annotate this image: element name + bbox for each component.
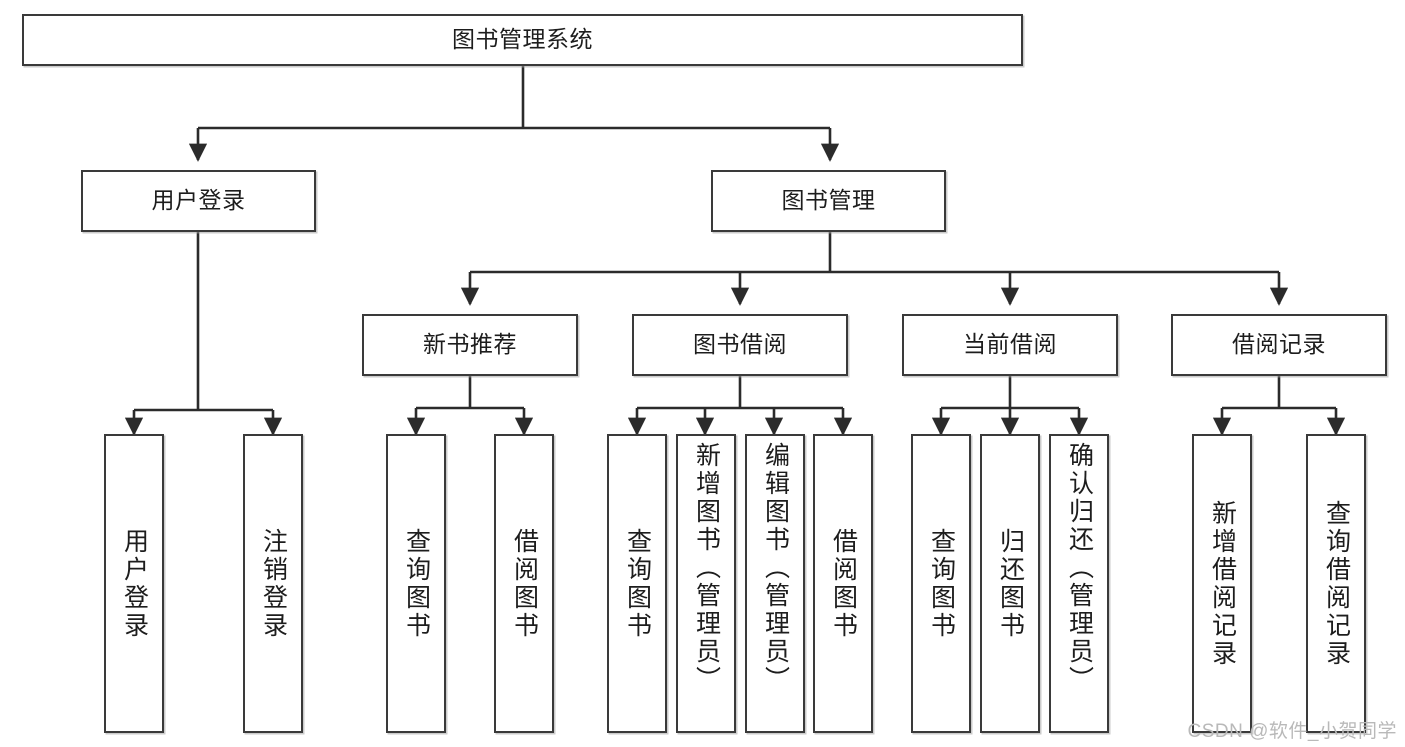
- node-leaf-query-borrow-record[interactable]: 查询借阅记录: [1306, 434, 1366, 733]
- node-label: 图书管理: [781, 187, 876, 214]
- node-label: 查询图书: [927, 527, 956, 640]
- watermark-text: CSDN @软件_小贺同学: [1187, 721, 1397, 742]
- node-borrow-record[interactable]: 借阅记录: [1171, 314, 1387, 376]
- node-label: 借阅记录: [1232, 331, 1326, 358]
- node-leaf-return-book[interactable]: 归还图书: [980, 434, 1040, 733]
- node-label: 确认归还（管理员）: [1065, 442, 1094, 694]
- leaf-text-wrap: 注销登录: [259, 436, 288, 731]
- leaf-text-wrap: 确认归还（管理员）: [1065, 436, 1094, 731]
- node-label: 查询借阅记录: [1322, 499, 1351, 668]
- node-leaf-add-borrow-record[interactable]: 新增借阅记录: [1192, 434, 1252, 733]
- leaf-text-wrap: 新增借阅记录: [1208, 436, 1237, 731]
- node-label: 图书管理系统: [452, 26, 593, 53]
- node-label: 借阅图书: [829, 527, 858, 640]
- leaf-text-wrap: 归还图书: [996, 436, 1025, 731]
- node-current-borrow[interactable]: 当前借阅: [902, 314, 1118, 376]
- node-label: 归还图书: [996, 527, 1025, 640]
- node-label: 新增借阅记录: [1208, 499, 1237, 668]
- node-label: 查询图书: [623, 527, 652, 640]
- node-leaf-user-login[interactable]: 用户登录: [104, 434, 164, 733]
- node-user-login[interactable]: 用户登录: [81, 170, 316, 232]
- node-root-book-management-system[interactable]: 图书管理系统: [22, 14, 1023, 66]
- node-leaf-confirm-return-admin[interactable]: 确认归还（管理员）: [1049, 434, 1109, 733]
- node-book-management[interactable]: 图书管理: [711, 170, 946, 232]
- node-label: 当前借阅: [963, 331, 1057, 358]
- leaf-text-wrap: 查询图书: [402, 436, 431, 731]
- node-leaf-query-book-current[interactable]: 查询图书: [911, 434, 971, 733]
- node-leaf-add-book-admin[interactable]: 新增图书（管理员）: [676, 434, 736, 733]
- node-label: 新增图书（管理员）: [692, 442, 721, 694]
- node-leaf-query-book-recommend[interactable]: 查询图书: [386, 434, 446, 733]
- node-label: 查询图书: [402, 527, 431, 640]
- leaf-text-wrap: 新增图书（管理员）: [692, 436, 721, 731]
- node-leaf-borrow-book-recommend[interactable]: 借阅图书: [494, 434, 554, 733]
- leaf-text-wrap: 借阅图书: [510, 436, 539, 731]
- leaf-text-wrap: 用户登录: [120, 436, 149, 731]
- node-leaf-edit-book-admin[interactable]: 编辑图书（管理员）: [745, 434, 805, 733]
- node-label: 新书推荐: [423, 331, 517, 358]
- leaf-text-wrap: 查询图书: [623, 436, 652, 731]
- node-label: 用户登录: [151, 187, 246, 214]
- node-leaf-query-book[interactable]: 查询图书: [607, 434, 667, 733]
- node-label: 编辑图书（管理员）: [761, 442, 790, 694]
- node-label: 图书借阅: [693, 331, 787, 358]
- node-label: 用户登录: [120, 527, 149, 640]
- node-label: 注销登录: [259, 527, 288, 640]
- node-label: 借阅图书: [510, 527, 539, 640]
- node-new-book-recommend[interactable]: 新书推荐: [362, 314, 578, 376]
- leaf-text-wrap: 借阅图书: [829, 436, 858, 731]
- node-book-borrow[interactable]: 图书借阅: [632, 314, 848, 376]
- leaf-text-wrap: 编辑图书（管理员）: [761, 436, 790, 731]
- node-leaf-logout-login[interactable]: 注销登录: [243, 434, 303, 733]
- leaf-text-wrap: 查询借阅记录: [1322, 436, 1351, 731]
- leaf-text-wrap: 查询图书: [927, 436, 956, 731]
- node-leaf-borrow-book[interactable]: 借阅图书: [813, 434, 873, 733]
